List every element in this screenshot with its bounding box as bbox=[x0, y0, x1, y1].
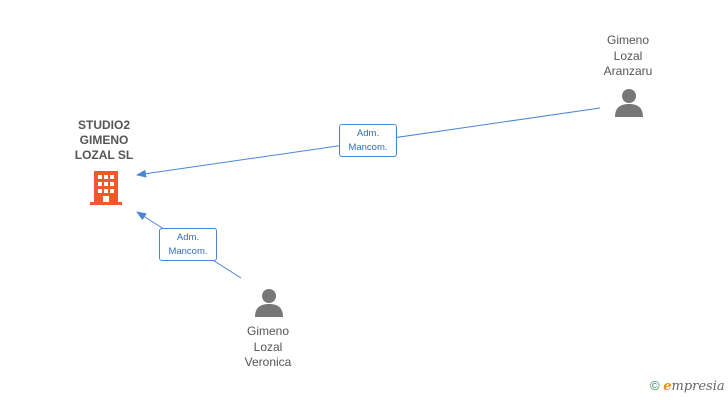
person-name-aranzaru[interactable]: Gimeno Lozal Aranzaru bbox=[603, 33, 653, 78]
empresia-logo: empresia bbox=[663, 379, 725, 394]
empresia-watermark: © empresia bbox=[650, 378, 725, 394]
person-icon[interactable] bbox=[614, 88, 644, 117]
person-icon[interactable] bbox=[254, 288, 284, 317]
building-icon[interactable] bbox=[89, 170, 123, 206]
relation-label-aranzaru[interactable]: Adm. Mancom. bbox=[339, 124, 397, 157]
copyright-symbol: © bbox=[650, 378, 660, 393]
company-name[interactable]: STUDIO2 GIMENO LOZAL SL bbox=[74, 118, 134, 162]
relation-label-veronica[interactable]: Adm. Mancom. bbox=[159, 228, 217, 261]
person-name-veronica[interactable]: Gimeno Lozal Veronica bbox=[244, 324, 292, 369]
